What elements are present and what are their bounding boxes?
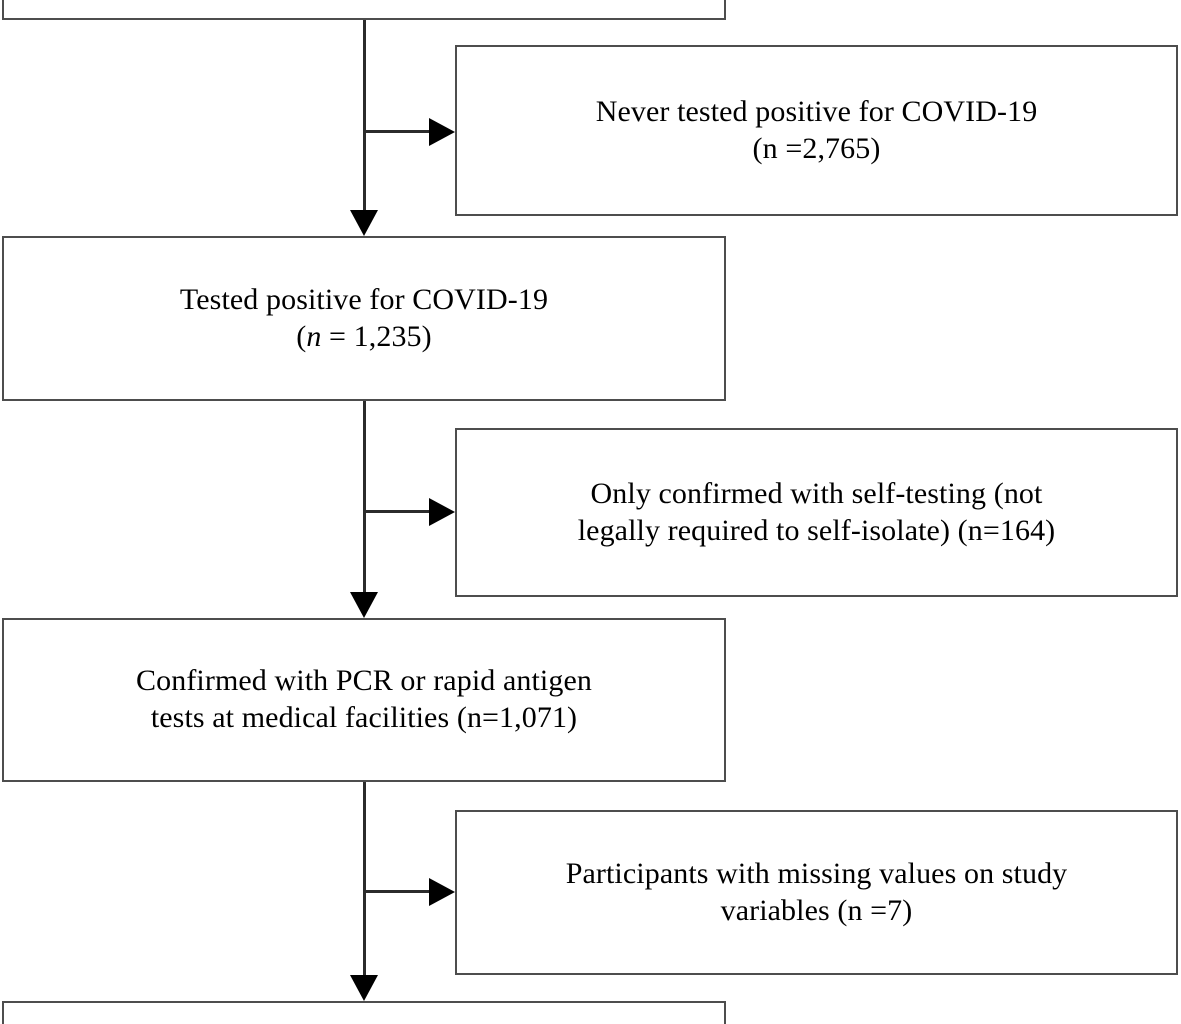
- node-top-partial-box: ), (n =, ): [2, 0, 726, 20]
- node-tested-positive-text: Tested positive for COVID-19(n = 1,235): [170, 282, 558, 355]
- node-never-tested-positive: Never tested positive for COVID-19(n =2,…: [455, 45, 1178, 216]
- connector-trunk-middle: [363, 401, 366, 593]
- tested-positive-line2-prefix: (: [296, 319, 307, 353]
- confirmed-pcr-line2: tests at medical facilities (n=1,071): [150, 701, 578, 734]
- arrowhead-branch-self-testing: [429, 498, 455, 526]
- arrowhead-trunk-bottom: [350, 975, 378, 1001]
- confirmed-pcr-line1: Confirmed with PCR or rapid antigen: [136, 664, 592, 698]
- node-never-tested-positive-text: Never tested positive for COVID-19(n =2,…: [586, 94, 1048, 167]
- tested-positive-line2-italic-n: n: [306, 319, 322, 353]
- never-tested-line1: Never tested positive for COVID-19: [595, 94, 1038, 128]
- self-testing-line1: Only confirmed with self-testing (not: [590, 476, 1043, 510]
- node-tested-positive: Tested positive for COVID-19(n = 1,235): [2, 236, 726, 401]
- node-top-partial-box-text: ), (n =, ): [304, 0, 424, 1]
- arrowhead-branch-missing-values: [429, 878, 455, 906]
- connector-trunk-bottom: [363, 782, 366, 976]
- arrowhead-branch-never-tested: [429, 118, 455, 146]
- self-testing-line2: legally required to self-isolate) (n=164…: [577, 513, 1056, 547]
- tested-positive-line2-suffix: = 1,235): [321, 319, 432, 353]
- missing-values-line1: Participants with missing values on stud…: [565, 856, 1068, 890]
- connector-trunk-top: [363, 20, 366, 212]
- node-missing-values-text: Participants with missing values on stud…: [556, 856, 1078, 929]
- node-missing-values: Participants with missing values on stud…: [455, 810, 1178, 975]
- connector-branch-self-testing: [363, 510, 431, 513]
- never-tested-line2: (n =2,765): [752, 131, 881, 165]
- arrowhead-trunk-top: [350, 210, 378, 236]
- node-bottom-partial-box: [2, 1001, 726, 1024]
- missing-values-line2: variables (n =7): [720, 893, 913, 927]
- connector-branch-never-tested: [363, 130, 431, 133]
- tested-positive-line1: Tested positive for COVID-19: [179, 282, 549, 316]
- connector-branch-missing-values: [363, 890, 431, 893]
- arrowhead-trunk-middle: [350, 592, 378, 618]
